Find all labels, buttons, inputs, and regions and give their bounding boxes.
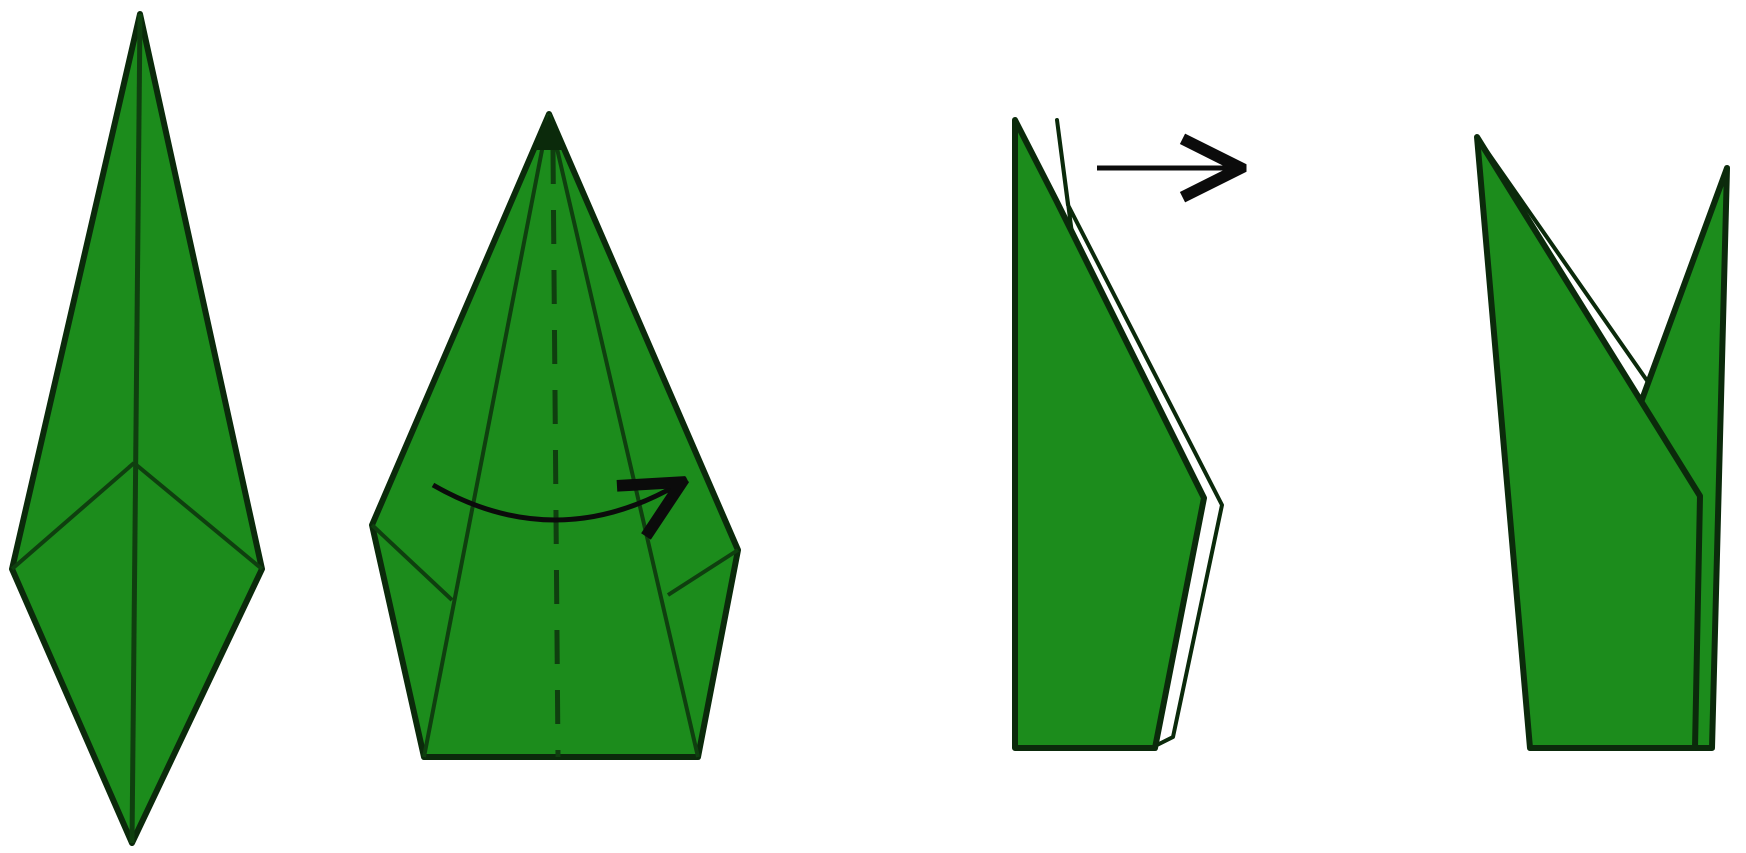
step-4-opened-fold <box>1477 137 1727 748</box>
step-1-kite <box>12 14 262 843</box>
step-3-side-view <box>1015 120 1235 748</box>
step-4-main-body <box>1477 137 1700 748</box>
step-2-folded-kite <box>372 114 738 757</box>
